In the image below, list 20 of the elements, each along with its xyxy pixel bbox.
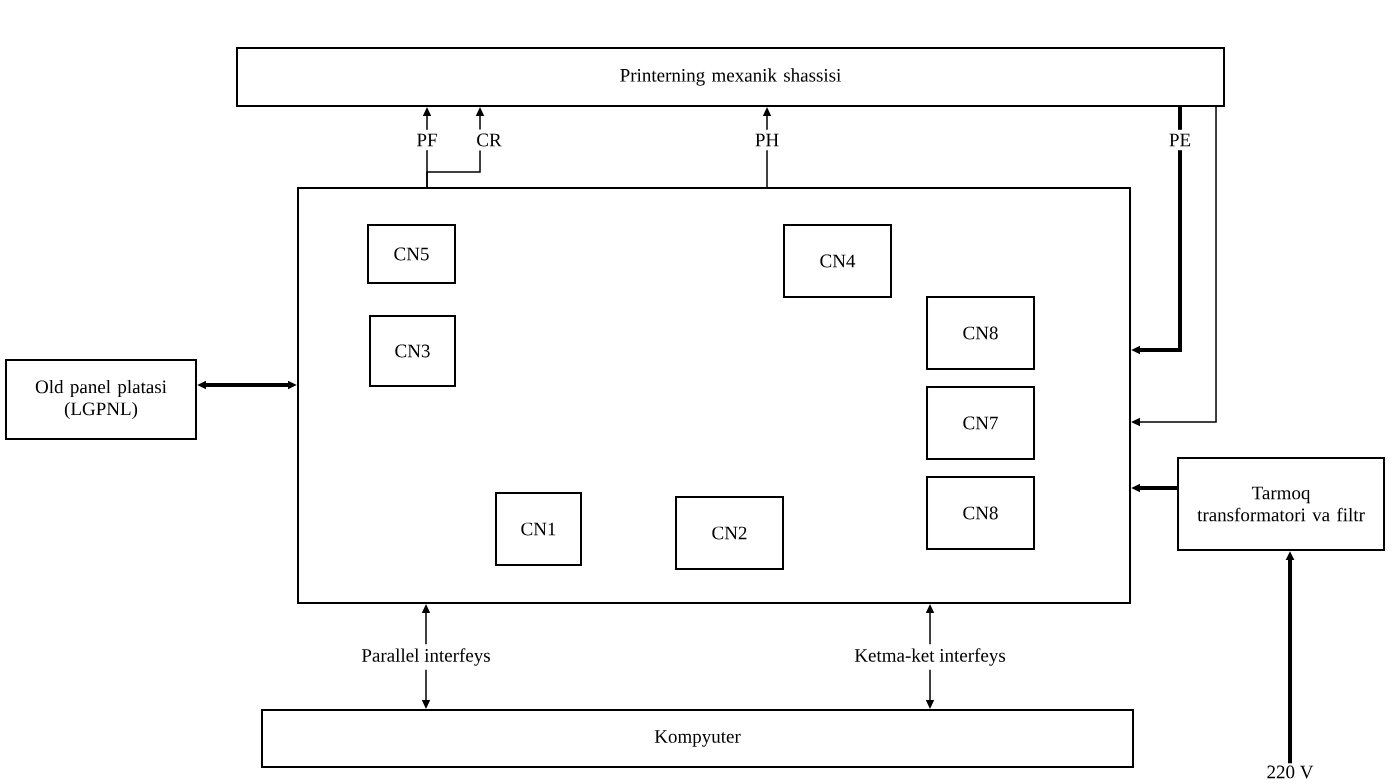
panel-box: Old panel platasi (LGPNL): [5, 359, 197, 440]
board-box: [297, 187, 1131, 604]
connector-box: CN5: [367, 224, 456, 284]
computer-box: Kompyuter: [261, 709, 1134, 768]
connector-box: CN2: [675, 496, 784, 570]
connector-box: CN8: [926, 476, 1035, 550]
connector-box: CN8: [926, 296, 1035, 370]
edge-label: PF: [412, 129, 442, 151]
edge-label: PH: [750, 129, 784, 151]
connector-box: CN3: [369, 315, 456, 387]
edge-label: Ketma-ket interfeys: [850, 644, 1010, 670]
connector-box: CN1: [495, 492, 582, 566]
edge-label: PE: [1164, 129, 1196, 151]
edge-label: CR: [472, 129, 506, 151]
edge-label: Parallel interfeys: [357, 644, 495, 670]
connector-box: CN4: [783, 224, 892, 298]
voltage-text: 220 V: [1267, 765, 1314, 779]
connector-box: CN7: [926, 386, 1035, 460]
transformer-box: Tarmoq transformatori va filtr: [1177, 457, 1385, 551]
chassis-box: Printerning mexanik shassisi: [236, 47, 1225, 107]
